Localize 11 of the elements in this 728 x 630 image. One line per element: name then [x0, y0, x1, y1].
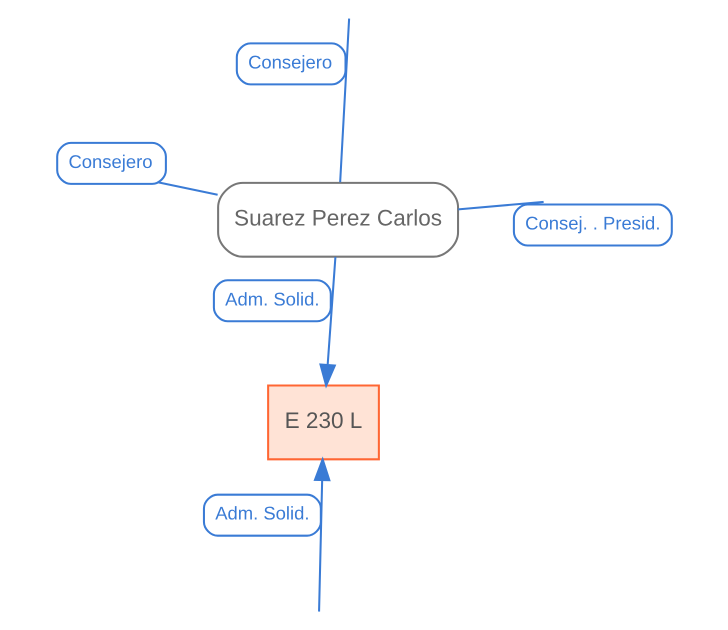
- edge-label: Adm. Solid.: [224, 288, 319, 310]
- node-box: E 230 L: [266, 384, 380, 460]
- edge-label: Adm. Solid.: [214, 502, 310, 524]
- edge-label: Consejero: [68, 150, 152, 172]
- arrow: [318, 256, 336, 389]
- edge-label: Consejero: [248, 51, 332, 72]
- connector: [458, 200, 544, 210]
- node-box: Suarez Perez Carlos: [216, 182, 459, 258]
- connector: [338, 18, 350, 182]
- arrow: [313, 456, 330, 612]
- edge-label: Consej. . Presid.: [524, 212, 660, 234]
